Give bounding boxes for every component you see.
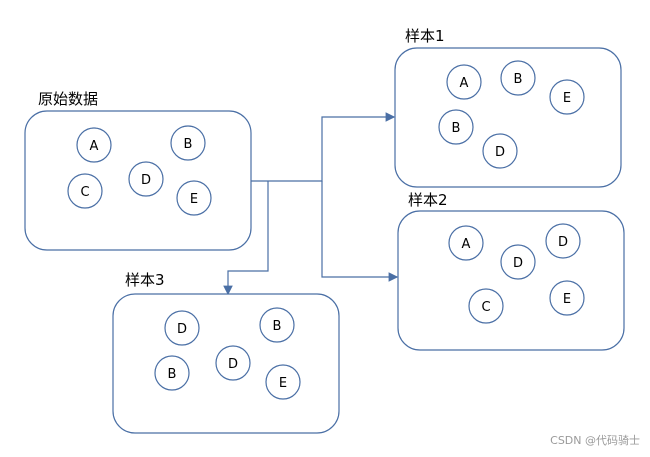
node-label: E	[563, 292, 571, 307]
node-label: D	[513, 256, 523, 271]
node-label: D	[558, 235, 568, 250]
node: D	[482, 133, 518, 169]
node-label: B	[168, 367, 177, 382]
node-label: A	[460, 76, 469, 91]
node: D	[545, 223, 581, 259]
node-label: C	[80, 185, 89, 200]
node-label: B	[514, 72, 523, 87]
edges	[223, 112, 399, 296]
node: E	[549, 79, 585, 115]
node-label: D	[495, 145, 505, 160]
group-sample1-label: 样本1	[405, 27, 445, 45]
node: C	[67, 173, 103, 209]
group-sample2: 样本2 A D D C E	[397, 191, 625, 351]
node: B	[259, 307, 295, 343]
node-label: B	[452, 121, 461, 136]
node: A	[446, 64, 482, 100]
node-label: D	[141, 173, 151, 188]
node: E	[265, 364, 301, 400]
group-sample1: 样本1 A B E B D	[394, 27, 622, 188]
group-original-label: 原始数据	[38, 90, 98, 108]
node: E	[549, 280, 585, 316]
node: D	[128, 161, 164, 197]
node-label: D	[177, 322, 187, 337]
node-label: E	[190, 192, 198, 207]
node: A	[448, 225, 484, 261]
node: B	[154, 355, 190, 391]
node-label: B	[273, 319, 282, 334]
edge-original-to-sample1	[250, 112, 396, 182]
node: B	[500, 60, 536, 96]
node: E	[176, 180, 212, 216]
node-label: E	[279, 376, 287, 391]
node-label: E	[563, 91, 571, 106]
edge-original-to-sample3	[223, 181, 269, 296]
node: D	[215, 345, 251, 381]
node-label: A	[462, 237, 471, 252]
group-sample3: 样本3 D B D B E	[112, 271, 340, 434]
node: A	[76, 127, 112, 163]
edge-original-to-sample2	[321, 181, 399, 282]
node-label: D	[228, 357, 238, 372]
node: B	[170, 125, 206, 161]
node: D	[500, 244, 536, 280]
node: C	[468, 288, 504, 324]
group-sample2-box	[397, 210, 625, 351]
node-label: C	[481, 300, 490, 315]
group-sample3-label: 样本3	[125, 271, 165, 289]
node: B	[438, 109, 474, 145]
node: D	[164, 310, 200, 346]
node-label: B	[184, 137, 193, 152]
group-sample2-label: 样本2	[408, 191, 448, 209]
group-original: 原始数据 A B C D E	[24, 90, 252, 251]
watermark: CSDN @代码骑士	[550, 434, 640, 447]
node-label: A	[90, 139, 99, 154]
